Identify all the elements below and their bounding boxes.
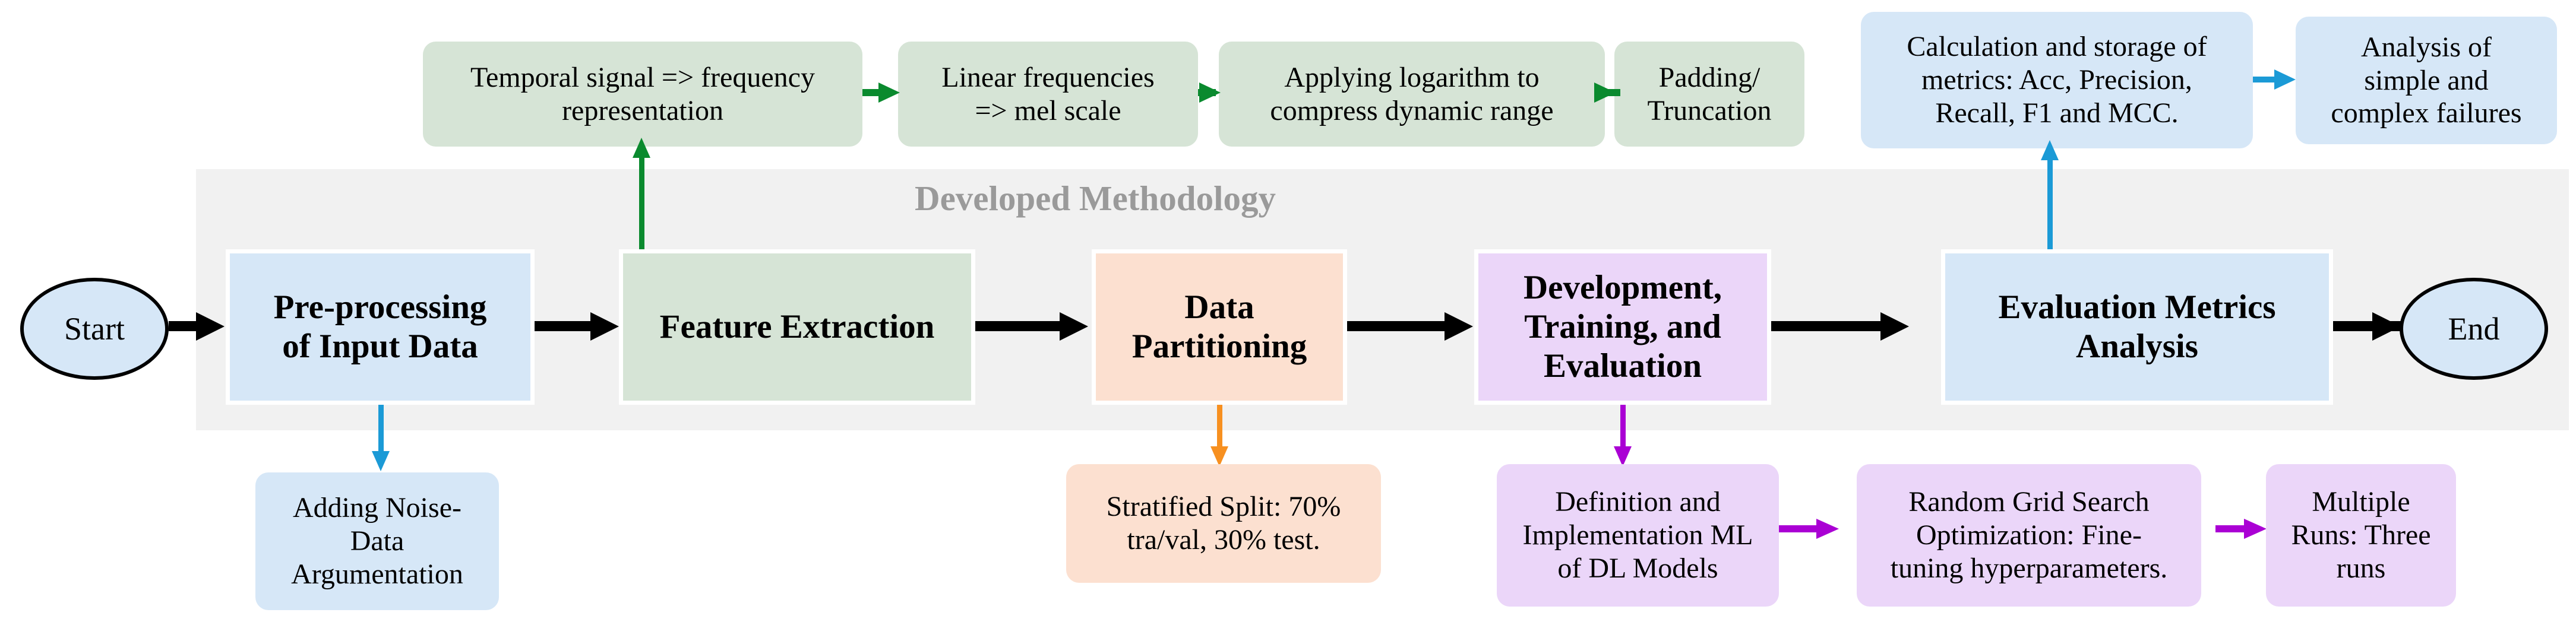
node-development-training-evaluation-label: Development, Training, and Evaluation bbox=[1523, 268, 1722, 385]
node-definition-implementation-label: Definition and Implementation ML of DL M… bbox=[1522, 486, 1753, 584]
node-pre-processing-label: Pre-processing of Input Data bbox=[273, 288, 487, 365]
node-multiple-runs[interactable]: Multiple Runs: Three runs bbox=[2266, 464, 2456, 607]
node-stratified-split-label: Stratified Split: 70% tra/val, 30% test. bbox=[1106, 491, 1341, 556]
node-pre-processing[interactable]: Pre-processing of Input Data bbox=[226, 249, 535, 405]
node-adding-noise[interactable]: Adding Noise- Data Argumentation bbox=[255, 472, 499, 610]
connector-definition-to-gridsearch bbox=[1779, 525, 1820, 532]
node-stratified-split[interactable]: Stratified Split: 70% tra/val, 30% test. bbox=[1066, 464, 1381, 583]
node-start-label: Start bbox=[64, 310, 125, 347]
node-evaluation-metrics-analysis-label: Evaluation Metrics Analysis bbox=[1998, 288, 2276, 365]
node-padding-truncation[interactable]: Padding/ Truncation bbox=[1614, 42, 1804, 147]
connector-preprocessing-to-noise bbox=[378, 405, 384, 464]
arrow-partitioning-to-development-head bbox=[1445, 312, 1473, 341]
node-evaluation-metrics-analysis[interactable]: Evaluation Metrics Analysis bbox=[1941, 249, 2333, 405]
arrow-metrics-to-analysis-head bbox=[2274, 69, 2296, 90]
node-random-grid-search-label: Random Grid Search Optimization: Fine- t… bbox=[1890, 486, 2168, 584]
node-linear-frequencies-label: Linear frequencies => mel scale bbox=[941, 61, 1155, 126]
connector-start-to-preprocessing bbox=[169, 321, 204, 331]
node-calculation-storage-metrics[interactable]: Calculation and storage of metrics: Acc,… bbox=[1861, 12, 2253, 148]
connector-gridsearch-to-runs bbox=[2215, 525, 2252, 532]
arrow-start-to-preprocessing-head bbox=[196, 312, 225, 341]
node-temporal-signal[interactable]: Temporal signal => frequency representat… bbox=[423, 42, 862, 147]
connector-partitioning-to-split bbox=[1217, 405, 1222, 458]
arrow-partitioning-to-split-head bbox=[1210, 446, 1228, 466]
connector-feature-to-temporal bbox=[639, 147, 644, 259]
node-development-training-evaluation[interactable]: Development, Training, and Evaluation bbox=[1474, 249, 1771, 405]
arrow-development-to-definition-head bbox=[1614, 446, 1632, 466]
connector-eval-to-metrics bbox=[2047, 148, 2053, 267]
node-analysis-failures-label: Analysis of simple and complex failures bbox=[2331, 31, 2522, 129]
arrow-gridsearch-to-runs-head bbox=[2244, 519, 2267, 539]
connector-preprocessing-to-feature bbox=[535, 321, 595, 331]
node-applying-logarithm[interactable]: Applying logarithm to compress dynamic r… bbox=[1219, 42, 1605, 147]
node-feature-extraction[interactable]: Feature Extraction bbox=[619, 249, 975, 405]
connector-development-to-definition bbox=[1620, 405, 1626, 458]
node-data-partitioning[interactable]: Data Partitioning bbox=[1092, 249, 1347, 405]
arrow-feature-to-temporal-head bbox=[633, 138, 650, 158]
arrow-feature-to-partitioning-head bbox=[1060, 312, 1088, 341]
band-title: Developed Methodology bbox=[915, 179, 1276, 218]
node-calculation-storage-metrics-label: Calculation and storage of metrics: Acc,… bbox=[1907, 31, 2207, 129]
connector-partitioning-to-development bbox=[1347, 321, 1448, 331]
connector-metrics-to-analysis bbox=[2253, 77, 2278, 82]
node-analysis-failures[interactable]: Analysis of simple and complex failures bbox=[2296, 17, 2557, 144]
connector-development-to-evaluation bbox=[1771, 321, 1884, 331]
connector-feature-to-partitioning bbox=[975, 321, 1063, 331]
arrow-preprocessing-to-feature-head bbox=[590, 312, 619, 341]
node-adding-noise-label: Adding Noise- Data Argumentation bbox=[291, 492, 463, 590]
node-definition-implementation[interactable]: Definition and Implementation ML of DL M… bbox=[1497, 464, 1779, 607]
node-feature-extraction-label: Feature Extraction bbox=[659, 307, 935, 345]
node-temporal-signal-label: Temporal signal => frequency representat… bbox=[470, 61, 815, 126]
arrow-development-to-evaluation-head bbox=[1880, 312, 1909, 341]
arrow-temporal-to-linear-head bbox=[878, 82, 900, 103]
arrow-preprocessing-to-noise-head bbox=[372, 451, 390, 471]
node-linear-frequencies[interactable]: Linear frequencies => mel scale bbox=[898, 42, 1198, 147]
arrow-linear-to-log-head bbox=[1199, 82, 1221, 103]
node-random-grid-search[interactable]: Random Grid Search Optimization: Fine- t… bbox=[1857, 464, 2201, 607]
node-end[interactable]: End bbox=[2400, 278, 2548, 380]
arrow-evaluation-to-end-head bbox=[2372, 312, 2401, 341]
node-data-partitioning-label: Data Partitioning bbox=[1131, 288, 1307, 365]
arrow-eval-to-metrics-head bbox=[2041, 140, 2059, 160]
node-start[interactable]: Start bbox=[20, 278, 169, 380]
arrow-log-to-padding-head bbox=[1594, 82, 1616, 103]
node-end-label: End bbox=[2448, 310, 2500, 347]
node-padding-truncation-label: Padding/ Truncation bbox=[1647, 61, 1772, 126]
node-multiple-runs-label: Multiple Runs: Three runs bbox=[2291, 486, 2431, 584]
arrow-definition-to-gridsearch-head bbox=[1816, 519, 1839, 539]
node-applying-logarithm-label: Applying logarithm to compress dynamic r… bbox=[1270, 61, 1554, 126]
